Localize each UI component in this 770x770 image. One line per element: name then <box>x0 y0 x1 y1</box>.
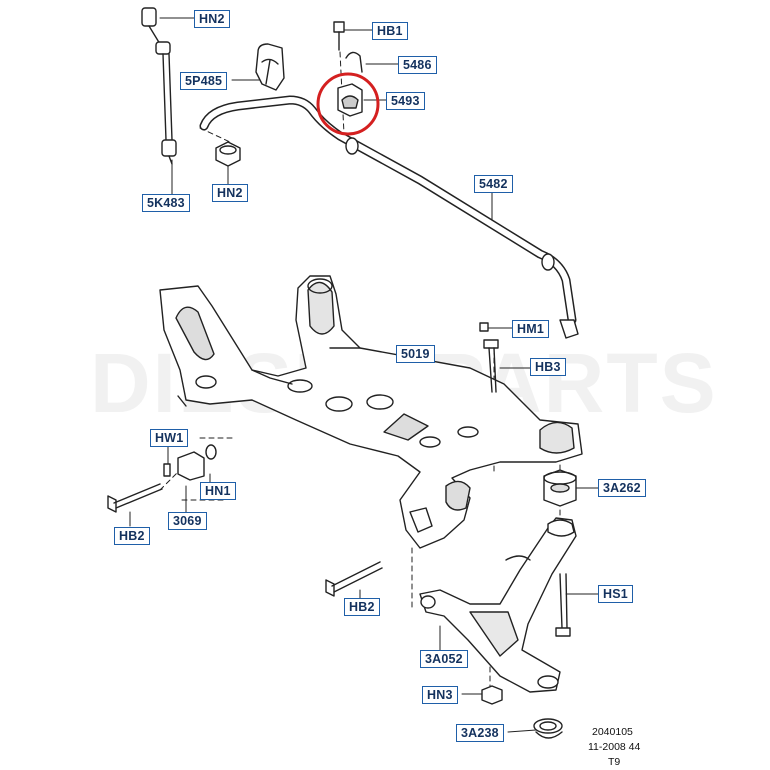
callout-3a238: 3A238 <box>456 724 504 742</box>
reference-code: 2040105 <box>592 726 633 738</box>
callout-hb2-mid: HB2 <box>344 598 380 616</box>
callout-hw1: HW1 <box>150 429 189 447</box>
clip-3a238 <box>533 718 563 739</box>
stabilizer-bar <box>199 95 579 339</box>
subframe <box>159 275 583 549</box>
callout-3069: 3069 <box>168 512 207 530</box>
stabilizer-link <box>141 7 177 165</box>
callout-5k483: 5K483 <box>142 194 190 212</box>
callout-5486: 5486 <box>398 56 437 74</box>
callout-hn1: HN1 <box>200 482 236 500</box>
bolt-hb1 <box>333 21 345 51</box>
bushing-5493 <box>337 83 363 117</box>
nut-hn3 <box>481 685 503 705</box>
callout-hn2-top: HN2 <box>194 10 230 28</box>
bolt-hb3 <box>483 339 499 393</box>
reference-sheet: T9 <box>608 756 621 768</box>
clip-5486 <box>345 51 363 73</box>
callout-hs1: HS1 <box>598 585 633 603</box>
callout-5p485: 5P485 <box>180 72 228 90</box>
bolt-hs1 <box>555 573 571 637</box>
callout-hm1: HM1 <box>512 320 549 338</box>
callout-hb2-left: HB2 <box>114 527 150 545</box>
rear-bush-3a262 <box>543 469 577 507</box>
bush-3069 <box>163 444 217 481</box>
bracket-5p485 <box>255 43 285 91</box>
callout-5482: 5482 <box>474 175 513 193</box>
bolt-hm1 <box>479 322 489 332</box>
callout-5493: 5493 <box>386 92 425 110</box>
callout-5019: 5019 <box>396 345 435 363</box>
bolt-hb2-mid <box>325 561 383 597</box>
callout-hn3: HN3 <box>422 686 458 704</box>
callout-3a052: 3A052 <box>420 650 468 668</box>
callout-hb3: HB3 <box>530 358 566 376</box>
callout-hn2-mid: HN2 <box>212 184 248 202</box>
bolt-hb2-left <box>107 483 163 513</box>
reference-date: 11-2008 44 <box>588 741 641 753</box>
nut-hn2 <box>215 141 241 167</box>
highlight-circle <box>316 72 380 136</box>
lower-arm <box>419 517 577 693</box>
callout-hb1: HB1 <box>372 22 408 40</box>
callout-3a262: 3A262 <box>598 479 646 497</box>
